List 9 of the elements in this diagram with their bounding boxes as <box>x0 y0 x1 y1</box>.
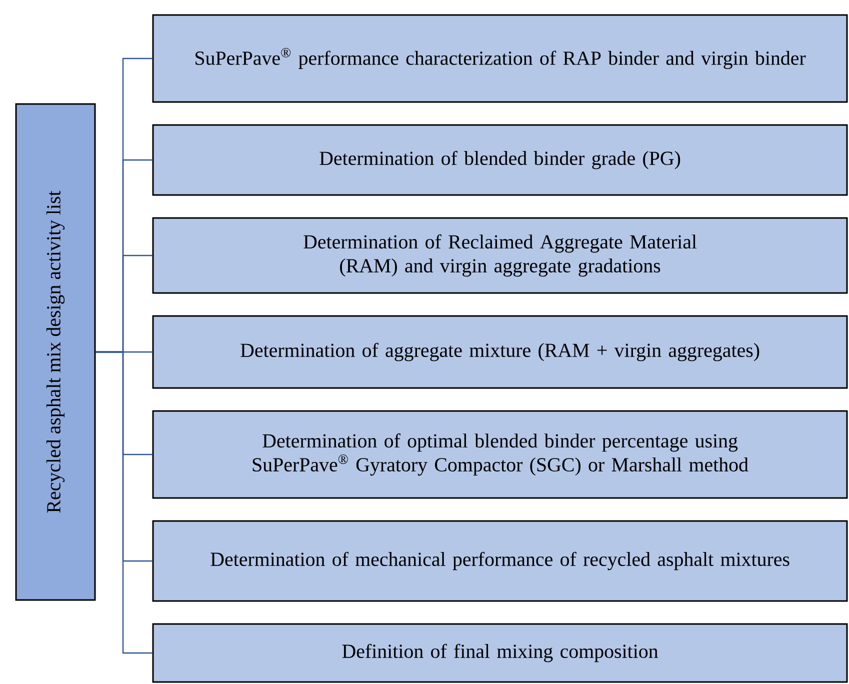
activity-box: Definition of final mixing composition <box>152 623 848 683</box>
activity-box: Determination of optimal blended binder percentage using SuPerPave$^{®}$ Gyratory Compactor (SGC) or Marshall method <box>152 410 848 499</box>
category-box: Recycled asphalt mix design activity list <box>15 103 96 601</box>
activity-box: SuPerPave$^{®}$ performance characterization of RAP binder and virgin binder <box>152 14 848 103</box>
connector-line <box>96 351 152 654</box>
activity-box: Determination of mechanical performance of recycled asphalt mixtures <box>152 520 848 602</box>
activity-box: Determination of blended binder grade (PG) <box>152 124 848 196</box>
activity-box: Determination of aggregate mixture (RAM + virgin aggregates) <box>152 315 848 389</box>
activity-box: Determination of Reclaimed Aggregate Material (RAM) and virgin aggregate gradations <box>152 217 848 294</box>
